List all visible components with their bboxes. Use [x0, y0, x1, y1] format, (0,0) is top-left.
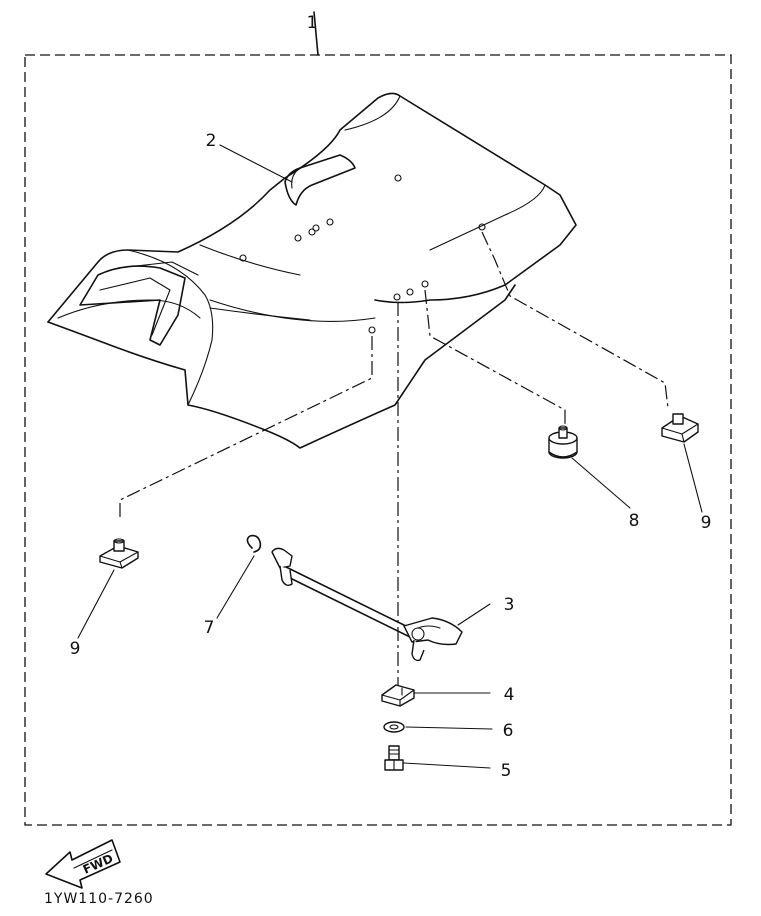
assembly-leader	[313, 11, 319, 56]
damper	[548, 425, 578, 459]
clip-nut-right	[661, 413, 699, 443]
callout-5: 5	[501, 761, 512, 781]
callout-9-right: 9	[701, 513, 712, 533]
callout-4: 4	[504, 685, 515, 705]
washer	[383, 721, 405, 733]
bolt	[384, 745, 404, 771]
clip-nut-left	[99, 538, 139, 569]
callout-7: 7	[204, 618, 215, 638]
assembly-lines	[119, 231, 669, 690]
seat	[47, 92, 577, 449]
callout-3: 3	[504, 595, 515, 615]
callout-6: 6	[503, 721, 514, 741]
leader-lines	[77, 144, 703, 769]
assembly-boundary	[24, 54, 732, 826]
callout-2: 2	[206, 131, 217, 151]
bracket-plate	[381, 684, 415, 707]
callouts: 2 3 4 5 6 7 8 9 9	[70, 131, 712, 781]
drawing-code: 1YW110-7260	[44, 891, 154, 907]
forward-arrow-icon: FWD	[45, 839, 121, 889]
callout-9-left: 9	[70, 639, 81, 659]
callout-1: 1	[307, 13, 318, 33]
forward-arrow-label: FWD	[81, 851, 115, 877]
seat-lock	[271, 547, 463, 662]
callout-8: 8	[629, 511, 640, 531]
clip	[246, 534, 262, 553]
